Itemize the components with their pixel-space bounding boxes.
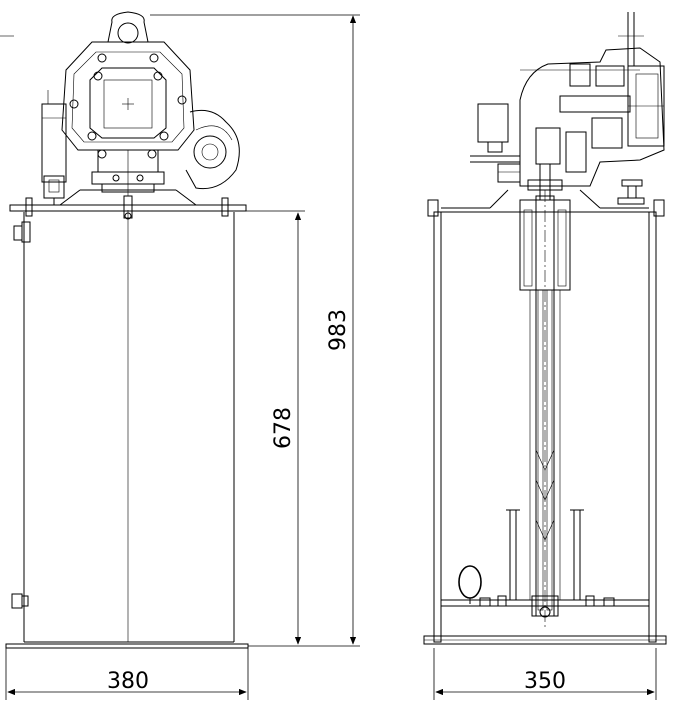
front-base-plate: [5, 643, 249, 649]
section-view: [423, 12, 667, 645]
tank-width-label: 350: [524, 669, 566, 694]
front-tank: [23, 210, 235, 643]
front-side-fittings: [11, 221, 31, 609]
section-drive-unit: [470, 12, 665, 200]
base-width-label: 380: [107, 669, 149, 694]
tank-height-label: 678: [271, 407, 296, 449]
front-motor-housing: [61, 11, 240, 196]
front-level-gauge: [41, 90, 67, 205]
section-filler-cap: [617, 179, 645, 205]
front-view: [0, 11, 249, 649]
dimension-lines: [5, 14, 657, 700]
front-lid: [9, 189, 247, 220]
overall-height-label: 983: [326, 309, 351, 351]
section-follower-plate: [440, 509, 650, 618]
